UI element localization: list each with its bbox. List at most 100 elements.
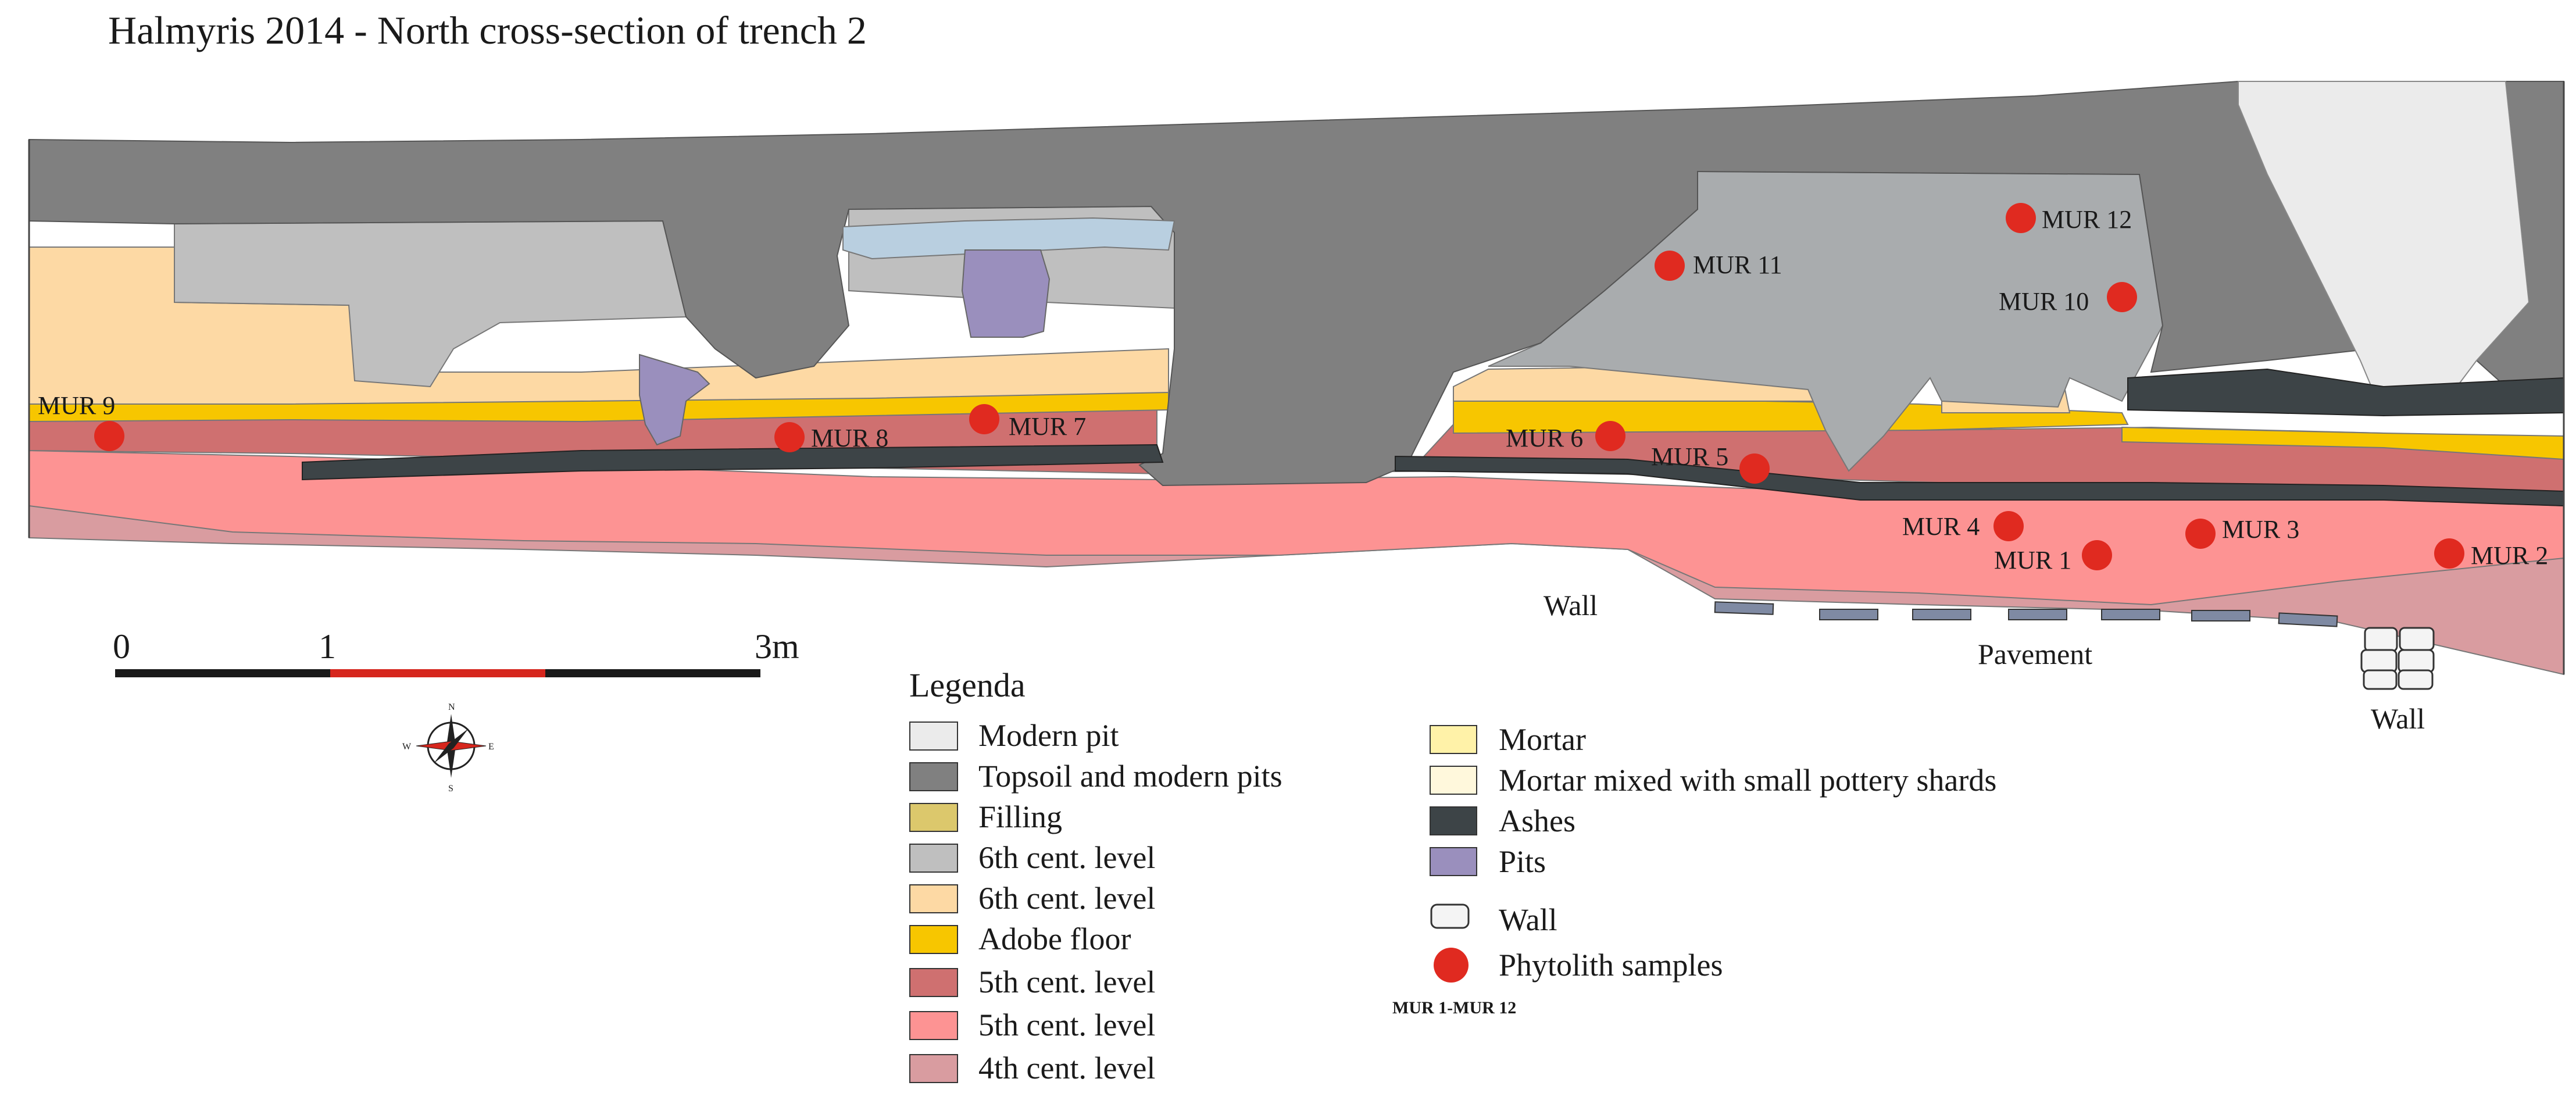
legend-swatch-filling xyxy=(909,803,958,832)
legend-swatch-5th-dark xyxy=(909,968,958,997)
legend-label-modern-pit: Modern pit xyxy=(978,718,1119,753)
scale-tick-0: 0 xyxy=(113,627,130,666)
pavement-stone xyxy=(2008,609,2067,620)
legend-label-5th-dark: 5th cent. level xyxy=(978,965,1155,999)
label-wall-left: Wall xyxy=(1544,589,1598,621)
scale-bar: 0 1 3m xyxy=(113,627,799,677)
sample-label-mur-1: MUR 1 xyxy=(1994,546,2071,574)
layer-5th-cent-light xyxy=(28,449,2564,606)
compass-n: N xyxy=(448,702,455,712)
sample-label-mur-3: MUR 3 xyxy=(2222,515,2299,544)
layer-mortar-cap xyxy=(842,217,1176,260)
layer-ashes-left xyxy=(302,444,1164,481)
sample-label-mur-4: MUR 4 xyxy=(1902,512,1980,541)
legend-label-pits: Pits xyxy=(1499,844,1546,879)
label-pavement: Pavement xyxy=(1978,638,2092,670)
legend-label-adobe: Adobe floor xyxy=(978,921,1131,956)
sample-marker-mur-11 xyxy=(1655,251,1685,281)
legend-label-ashes: Ashes xyxy=(1499,803,1575,838)
scale-bar-segment xyxy=(115,669,330,677)
legend-label-sample: Phytolith samples xyxy=(1499,948,1723,983)
compass-s: S xyxy=(448,784,453,794)
legend-swatch-5th-light xyxy=(909,1011,958,1040)
pavement-stone xyxy=(2278,612,2338,627)
sample-marker-mur-9 xyxy=(94,421,124,451)
legend-swatch-4th xyxy=(909,1054,958,1083)
compass-rose: N S E W xyxy=(402,702,494,794)
wall-stone xyxy=(2364,627,2398,652)
label-wall-right: Wall xyxy=(2371,702,2425,735)
section-drawing: Wall Pavement Wall xyxy=(28,80,2565,735)
sample-marker-mur-5 xyxy=(1739,453,1770,484)
scale-tick-1: 1 xyxy=(319,627,336,666)
legend-swatch-sample xyxy=(1434,948,1469,983)
compass-e: E xyxy=(488,742,494,752)
sample-label-mur-6: MUR 6 xyxy=(1506,424,1583,452)
legend-swatch-6th-grey xyxy=(909,844,958,873)
sample-marker-mur-3 xyxy=(2185,519,2216,549)
sample-marker-mur-7 xyxy=(969,404,999,434)
sample-label-mur-8: MUR 8 xyxy=(811,424,888,452)
sample-label-mur-5: MUR 5 xyxy=(1651,442,1728,471)
sample-marker-mur-10 xyxy=(2107,282,2137,312)
legend-swatch-modern-pit xyxy=(909,721,958,751)
scale-bar-segment xyxy=(545,669,760,677)
legend-swatch-mortar xyxy=(1430,725,1477,754)
sample-label-mur-7: MUR 7 xyxy=(1009,412,1086,441)
legend-swatch-ashes xyxy=(1430,806,1477,835)
sample-marker-mur-6 xyxy=(1595,421,1625,451)
legend-label-wall: Wall xyxy=(1499,902,1557,937)
sample-label-mur-12: MUR 12 xyxy=(2042,205,2132,234)
sample-label-mur-11: MUR 11 xyxy=(1693,251,1782,279)
legend-swatch-6th-peach xyxy=(909,884,958,913)
wall-stone xyxy=(2399,627,2435,651)
legend-label-mortar: Mortar xyxy=(1499,722,1586,757)
legend: Legenda Modern pit Topsoil and modern pi… xyxy=(909,666,1996,1085)
layer-adobe-middle xyxy=(1453,394,2129,434)
sample-marker-mur-8 xyxy=(774,422,805,452)
legend-swatch-adobe xyxy=(909,925,958,954)
legend-title: Legenda xyxy=(909,666,1026,704)
legend-label-5th-light: 5th cent. level xyxy=(978,1008,1155,1042)
legend-note-samples: MUR 1-MUR 12 xyxy=(1392,998,1516,1017)
sample-label-mur-9: MUR 9 xyxy=(38,391,115,420)
pavement-stone xyxy=(2191,610,2250,621)
scale-bar-segment xyxy=(330,669,545,677)
legend-label-4th: 4th cent. level xyxy=(978,1051,1155,1085)
figure-title: Halmyris 2014 - North cross-section of t… xyxy=(108,8,867,52)
legend-label-filling: Filling xyxy=(978,799,1062,834)
legend-label-6th-peach: 6th cent. level xyxy=(978,881,1155,916)
pavement-stone xyxy=(1714,601,1774,615)
wall-stone xyxy=(2398,649,2435,673)
section-outline xyxy=(28,81,2565,674)
legend-swatch-pits xyxy=(1430,847,1477,876)
wall-stone xyxy=(2398,669,2434,690)
layer-pit-upper xyxy=(961,249,1051,338)
sample-marker-mur-2 xyxy=(2434,538,2464,569)
legend-label-topsoil: Topsoil and modern pits xyxy=(978,759,1282,794)
compass-needle-diag xyxy=(434,728,469,763)
sample-label-mur-2: MUR 2 xyxy=(2471,541,2548,570)
wall-stone xyxy=(2363,669,2398,690)
pavement-stone xyxy=(1819,609,1878,620)
legend-swatch-mortar-mixed xyxy=(1430,766,1477,795)
wall-stone xyxy=(2360,649,2398,673)
layer-pit-lower xyxy=(639,353,710,446)
pavement-stones xyxy=(1714,601,2338,627)
pavement-stone xyxy=(1912,609,1971,620)
right-wall-stones xyxy=(2360,627,2435,690)
scale-tick-3m: 3m xyxy=(755,627,799,666)
phytolith-samples: MUR 1 MUR 2 MUR 3 MUR 4 MUR 5 MUR 6 MUR … xyxy=(38,203,2548,574)
sample-marker-mur-12 xyxy=(2006,203,2036,233)
pavement-stone xyxy=(2101,609,2160,620)
legend-swatch-topsoil xyxy=(909,762,958,791)
legend-swatch-wall xyxy=(1430,903,1470,929)
sample-marker-mur-4 xyxy=(1993,511,2024,541)
legend-label-6th-grey: 6th cent. level xyxy=(978,840,1155,875)
sample-label-mur-10: MUR 10 xyxy=(1999,287,2089,316)
sample-marker-mur-1 xyxy=(2082,540,2112,570)
layer-topsoil xyxy=(28,80,2373,487)
legend-label-mortar-mixed: Mortar mixed with small pottery shards xyxy=(1499,763,1996,798)
compass-w: W xyxy=(402,742,412,752)
